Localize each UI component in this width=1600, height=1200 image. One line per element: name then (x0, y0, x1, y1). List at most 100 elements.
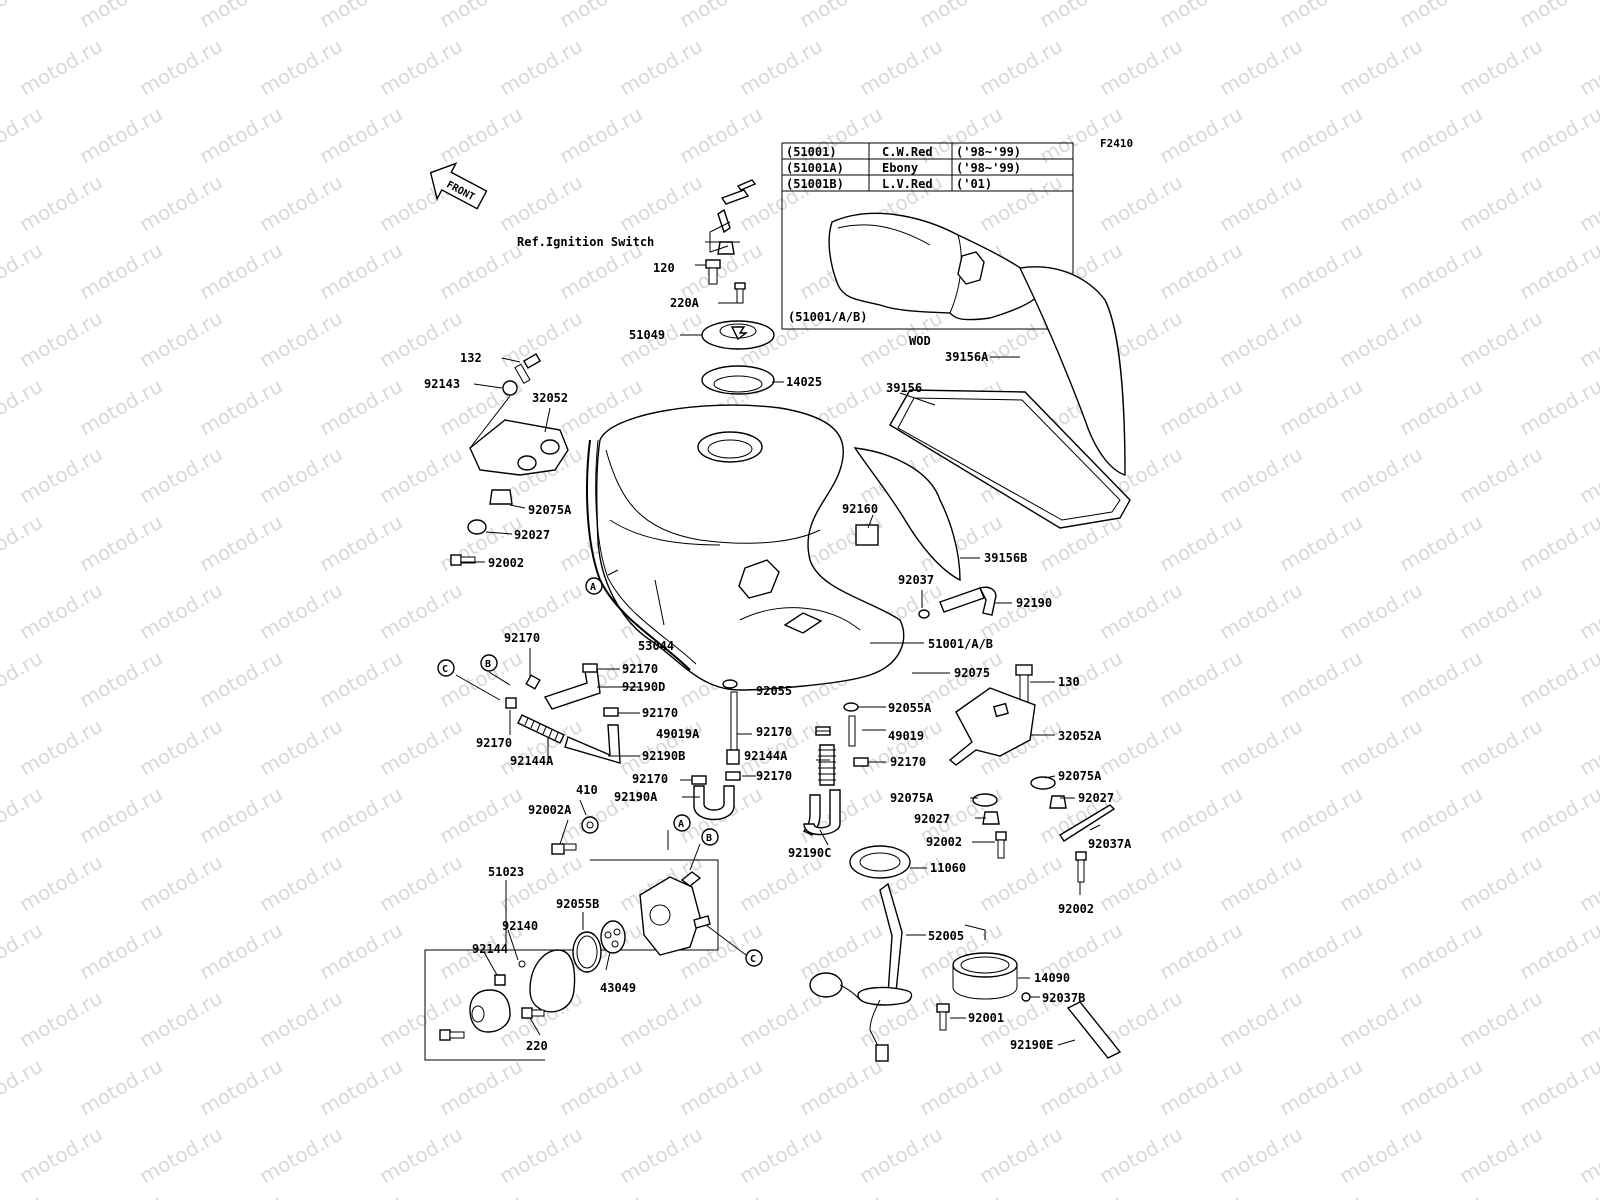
callout-markers: A B C A B C (437, 577, 763, 967)
part-label: 92002 (1058, 902, 1094, 916)
clamp (853, 757, 869, 767)
spring-92144 (494, 974, 506, 986)
part-label: 32052 (532, 391, 568, 405)
fuel-tank-51001 (596, 404, 905, 691)
ref-ignition-label: Ref.Ignition Switch (517, 235, 654, 249)
callout-a: A (678, 819, 684, 830)
part-label: 92037B (1042, 991, 1085, 1005)
part-label: 11060 (930, 861, 966, 875)
oring-92055 (722, 679, 738, 689)
color-table: (51001) C.W.Red ('98~'99) (51001A) Ebony… (781, 142, 1074, 348)
part-label: 92190B (642, 749, 685, 763)
damper-92075a (1030, 776, 1056, 790)
part-labels: 120 220A 51049 14025 132 92143 32052 920… (424, 261, 1132, 1053)
bracket-32052a (948, 687, 1036, 766)
part-label: 92001 (968, 1011, 1004, 1025)
part-label: 39156A (945, 350, 989, 364)
part-label: 92075A (890, 791, 934, 805)
bolt-92001 (936, 1003, 950, 1031)
part-label: 92002 (926, 835, 962, 849)
part-label: 92170 (642, 706, 678, 720)
part-label: 92170 (756, 725, 792, 739)
pipe-49019 (848, 715, 856, 747)
table-color: L.V.Red (882, 177, 933, 191)
screw-220a (734, 282, 746, 304)
part-label: 92055B (556, 897, 599, 911)
plate-92037a (1059, 804, 1116, 842)
part-label: 92075A (1058, 769, 1102, 783)
callout-c: C (750, 954, 756, 965)
part-label: 92170 (756, 769, 792, 783)
collar-92027 (1049, 795, 1067, 809)
part-label: 132 (460, 351, 482, 365)
part-label: 39156 (886, 381, 922, 395)
table-part: (51001) (786, 145, 837, 159)
inset-tank-drawing (828, 212, 1042, 321)
damper-92075a (489, 489, 513, 505)
callout-c: C (442, 664, 448, 675)
table-color: Ebony (882, 161, 918, 175)
part-label: 92170 (622, 662, 658, 676)
collar-92143 (502, 380, 518, 396)
leader-lines (455, 264, 1101, 1046)
part-label: 92190 (1016, 596, 1052, 610)
part-label: 92190A (614, 790, 658, 804)
part-label: 92037A (1088, 837, 1132, 851)
part-label: 92037 (898, 573, 934, 587)
part-label: 92027 (1078, 791, 1114, 805)
clamp (603, 707, 619, 717)
collar-92027 (982, 811, 1000, 825)
part-label: 220 (526, 1039, 548, 1053)
hose-92190d (543, 668, 601, 710)
hose-92190e (1066, 1001, 1122, 1059)
part-label: 220A (670, 296, 700, 310)
clamp (691, 775, 707, 785)
screw (439, 1029, 465, 1041)
bolt-92002a (551, 843, 577, 855)
diagram-code: F2410 (1100, 137, 1133, 150)
oring-92055a (843, 702, 859, 712)
wod-label: WOD (909, 334, 931, 348)
ignition-key-icon (717, 179, 757, 255)
table-years: ('01) (956, 177, 992, 191)
hose-92190 (939, 586, 997, 616)
part-label: 14090 (1034, 971, 1070, 985)
cap-gasket-14025 (701, 365, 775, 395)
clamp (582, 663, 598, 673)
fuel-pump-52005 (809, 882, 913, 1062)
gasket-43049 (600, 920, 626, 954)
part-label: 49019A (656, 727, 700, 741)
part-label: 92144A (510, 754, 554, 768)
part-label: 130 (1058, 675, 1080, 689)
lever-cover (529, 949, 576, 1013)
part-label: 53044 (638, 639, 674, 653)
table-color: C.W.Red (882, 145, 933, 159)
part-label: 92140 (502, 919, 538, 933)
part-label: 39156B (984, 551, 1027, 565)
part-label: 92027 (514, 528, 550, 542)
part-label: 92002 (488, 556, 524, 570)
cover-39156a (1018, 266, 1126, 476)
ball-92140 (518, 960, 526, 968)
part-label: 92190D (622, 680, 665, 694)
clamp (725, 771, 741, 781)
table-years: ('98~'99) (956, 161, 1021, 175)
part-label: 92170 (890, 755, 926, 769)
part-label: 92160 (842, 502, 878, 516)
part-label: 410 (576, 783, 598, 797)
part-label: 120 (653, 261, 675, 275)
part-label: 51049 (629, 328, 665, 342)
part-label: 51023 (488, 865, 524, 879)
spring-92144a (517, 714, 565, 744)
table-part: (51001B) (786, 177, 844, 191)
screw-220 (521, 1007, 545, 1019)
pipe-49019a (730, 691, 738, 757)
part-label: 92055A (888, 701, 932, 715)
part-label: 92055 (756, 684, 792, 698)
part-label: 92027 (914, 812, 950, 826)
front-arrow-icon: FRONT (429, 162, 488, 210)
band-14090 (952, 952, 1018, 1000)
part-label: 51001/A/B (928, 637, 993, 651)
spring-92144a-2 (819, 744, 835, 786)
